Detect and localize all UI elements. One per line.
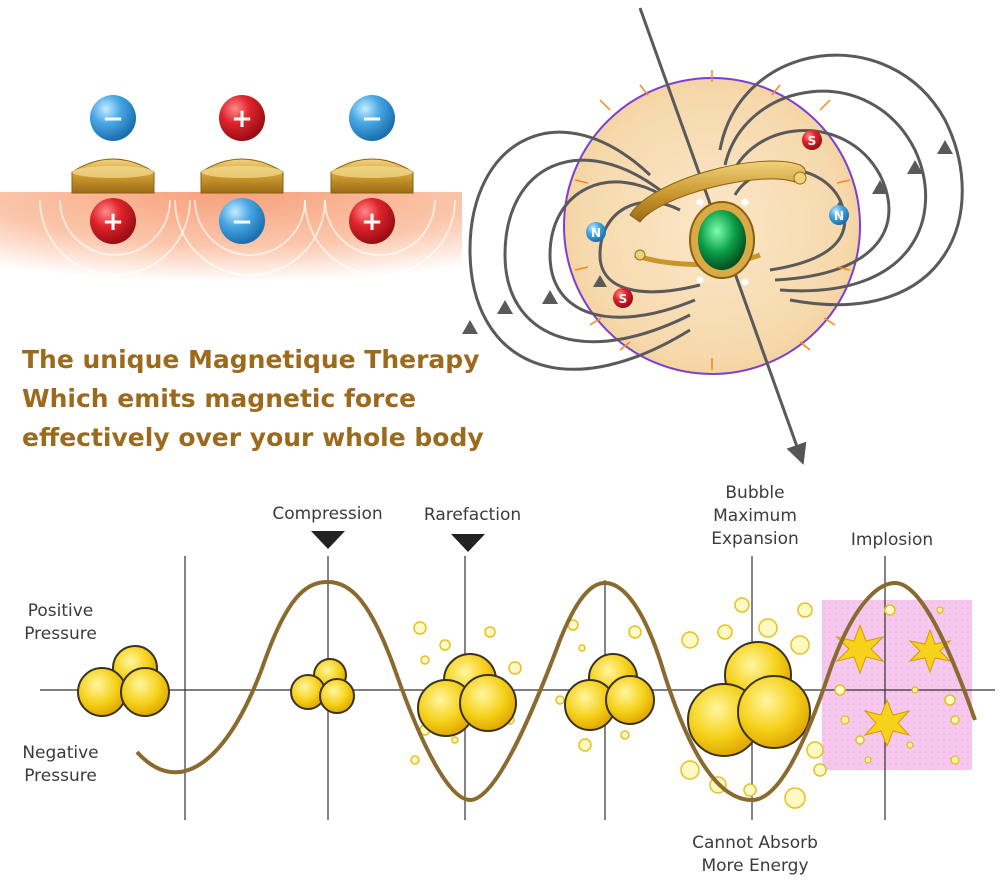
charge-negative-top-3: −	[349, 95, 395, 141]
pole-s-top: S	[802, 130, 822, 150]
headline-line-2: Which emits magnetic force	[22, 384, 417, 413]
charge-negative-bottom-2: −	[219, 198, 265, 244]
skin-magnet-panel: − + − + − +	[0, 95, 462, 292]
bubble-cluster-4	[564, 653, 655, 731]
pole-n-left: N	[586, 222, 606, 242]
field-ticks	[574, 70, 851, 370]
svg-text:N: N	[834, 209, 844, 223]
svg-text:−: −	[231, 207, 253, 237]
svg-text:+: +	[361, 207, 383, 237]
compression-label-text: Compression	[272, 504, 383, 524]
svg-text:S: S	[808, 134, 817, 148]
bubble-expansion-label: Bubble Maximum Expansion	[690, 482, 820, 551]
negative-label-line-2: Pressure	[24, 766, 97, 786]
bubble-label-line-2: Maximum	[713, 506, 797, 526]
bubble-cluster-3	[417, 653, 517, 737]
small-bubbles	[410, 597, 960, 809]
cavitation-diagram	[40, 531, 995, 820]
headline-line-1: The unique Magnetique Therapy	[22, 345, 480, 374]
implosion-zone	[822, 600, 972, 770]
charge-positive-top-2: +	[219, 95, 265, 141]
cannot-label-line-2: More Energy	[701, 856, 809, 876]
headline-line-3: effectively over your whole body	[22, 423, 484, 452]
charge-negative-top-1: −	[90, 95, 136, 141]
implosion-stars	[835, 623, 952, 748]
svg-text:+: +	[231, 104, 253, 134]
magnet-disc-3	[330, 158, 414, 194]
magnet-disc-2	[200, 158, 284, 194]
svg-text:+: +	[102, 207, 124, 237]
compression-marker	[311, 531, 345, 549]
ring-illustration	[629, 160, 807, 286]
rarefaction-marker	[451, 534, 485, 552]
cannot-label-line-1: Cannot Absorb	[692, 833, 818, 853]
rarefaction-label: Rarefaction	[405, 504, 540, 527]
positive-pressure-label: Positive Pressure	[8, 600, 113, 646]
charge-positive-bottom-3: +	[349, 198, 395, 244]
magnet-disc-1	[71, 158, 155, 194]
compression-label: Compression	[255, 503, 400, 526]
implosion-label: Implosion	[832, 529, 952, 552]
negative-pressure-label: Negative Pressure	[8, 742, 113, 788]
bubble-cluster-2	[290, 658, 355, 714]
pole-s-bottom: S	[613, 288, 633, 308]
emerald-gem	[698, 210, 746, 270]
headline-block: The unique Magnetique Therapy Which emit…	[22, 340, 484, 457]
skin-ripples	[39, 199, 456, 276]
bubble-label-line-3: Expansion	[711, 529, 799, 549]
negative-label-line-1: Negative	[22, 743, 99, 763]
bubble-cluster-5	[687, 641, 811, 757]
bubble-cluster-1	[77, 645, 170, 717]
positive-label-line-1: Positive	[27, 601, 94, 621]
svg-text:S: S	[619, 292, 628, 306]
positive-label-line-2: Pressure	[24, 624, 97, 644]
implosion-label-text: Implosion	[850, 530, 934, 550]
pressure-wave	[135, 579, 977, 803]
rarefaction-label-text: Rarefaction	[423, 505, 522, 525]
magnetic-field-diagram: S N N S	[462, 7, 964, 465]
implosion-sparkles	[840, 606, 960, 765]
bubble-label-line-1: Bubble	[725, 483, 785, 503]
svg-text:N: N	[591, 226, 601, 240]
svg-text:−: −	[361, 104, 383, 134]
svg-text:−: −	[102, 104, 124, 134]
pole-n-right: N	[829, 205, 849, 225]
charge-positive-bottom-1: +	[90, 198, 136, 244]
cannot-absorb-label: Cannot Absorb More Energy	[670, 832, 840, 878]
